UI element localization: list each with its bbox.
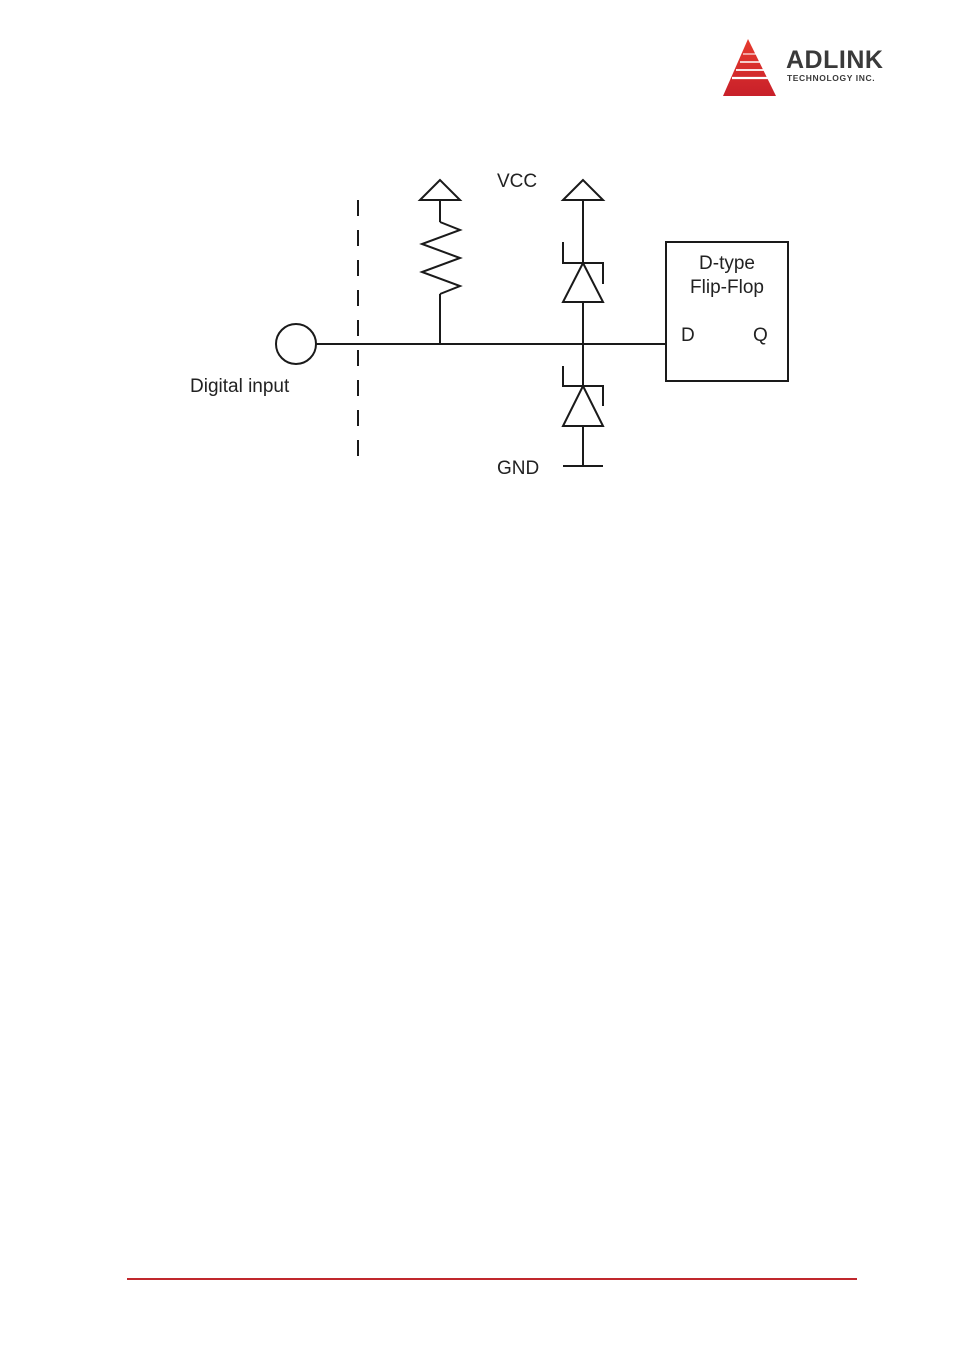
gnd-label: GND bbox=[497, 459, 539, 478]
gnd-clamp-diode bbox=[563, 344, 603, 466]
flip-flop-pin-d: D bbox=[681, 326, 695, 345]
footer-rule bbox=[127, 1278, 857, 1280]
vcc-label: VCC bbox=[497, 172, 537, 191]
digital-input-label: Digital input bbox=[190, 377, 289, 396]
flip-flop-title-line2: Flip-Flop bbox=[666, 276, 788, 300]
input-circuit-schematic bbox=[0, 0, 954, 560]
flip-flop-title-line1: D-type bbox=[666, 252, 788, 276]
flip-flop-title: D-type Flip-Flop bbox=[666, 252, 788, 300]
input-terminal bbox=[276, 324, 316, 364]
flip-flop-pin-q: Q bbox=[753, 326, 768, 345]
pull-up-resistor bbox=[420, 180, 460, 344]
vcc-clamp-diode bbox=[563, 180, 603, 344]
